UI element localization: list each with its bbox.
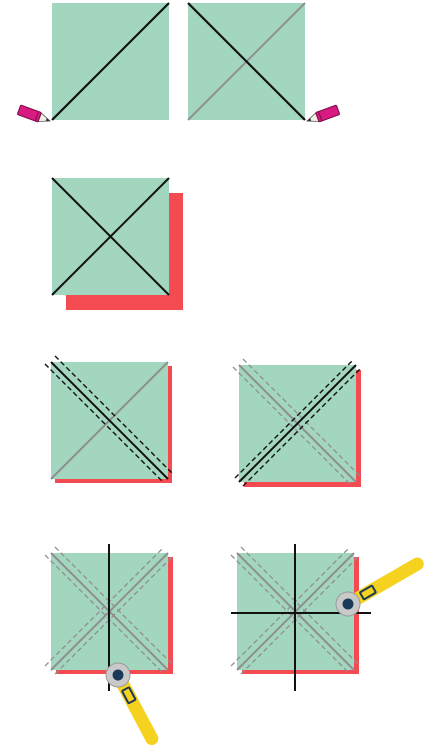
step-5-sew-second-diagonal <box>233 359 361 487</box>
step-7-horizontal-cut <box>231 544 423 691</box>
step-1-first-diagonal <box>17 3 169 126</box>
pencil-icon <box>305 105 339 126</box>
step-2-second-diagonal <box>188 3 340 126</box>
step-3-layered-squares <box>52 178 183 310</box>
step-4-sew-first-diagonal <box>45 356 172 483</box>
step-6-vertical-cut <box>45 544 173 744</box>
pencil-icon <box>17 105 51 126</box>
